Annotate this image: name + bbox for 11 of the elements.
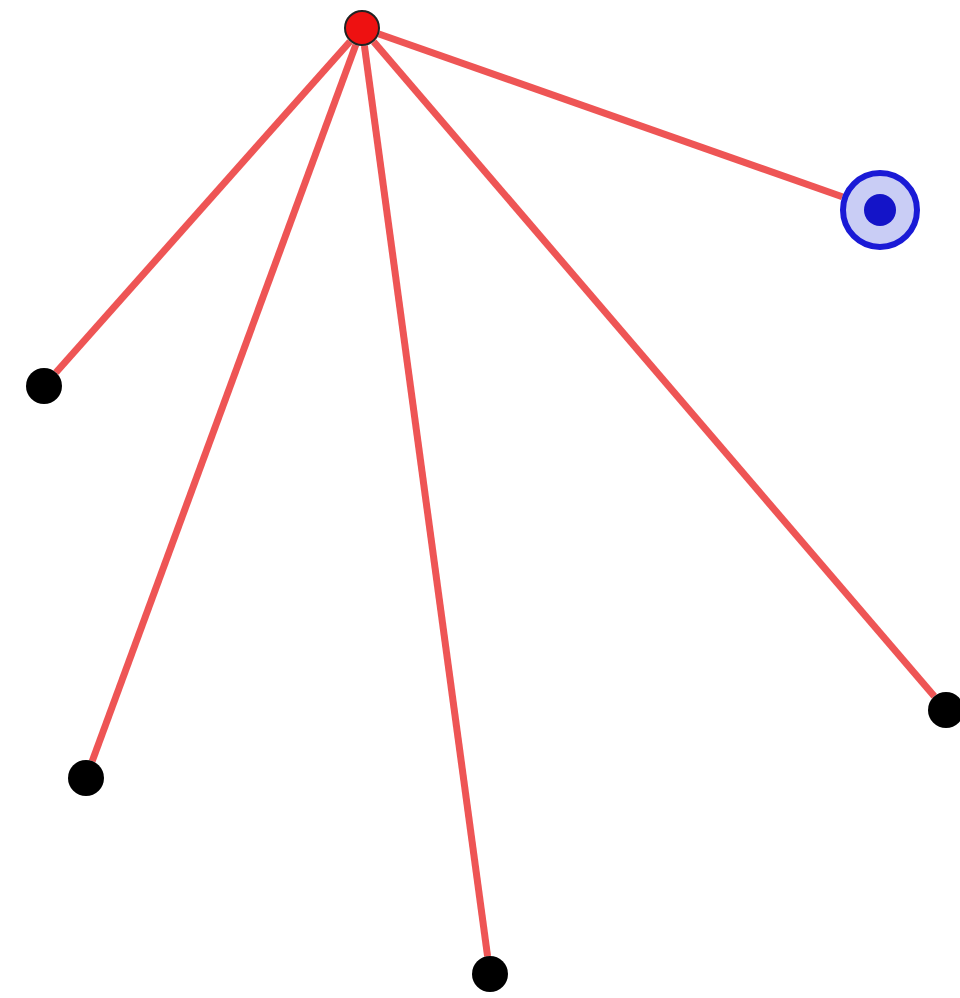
- selected-point: [840, 170, 920, 250]
- end-point: [26, 368, 62, 404]
- end-point: [472, 956, 508, 992]
- connector-line: [53, 39, 353, 375]
- vertex-point: [344, 10, 380, 46]
- connector-line: [377, 30, 844, 201]
- connector-line: [371, 39, 937, 699]
- connector-line: [88, 43, 360, 763]
- end-point: [68, 760, 104, 796]
- connector-line: [360, 45, 492, 957]
- end-point: [928, 692, 960, 728]
